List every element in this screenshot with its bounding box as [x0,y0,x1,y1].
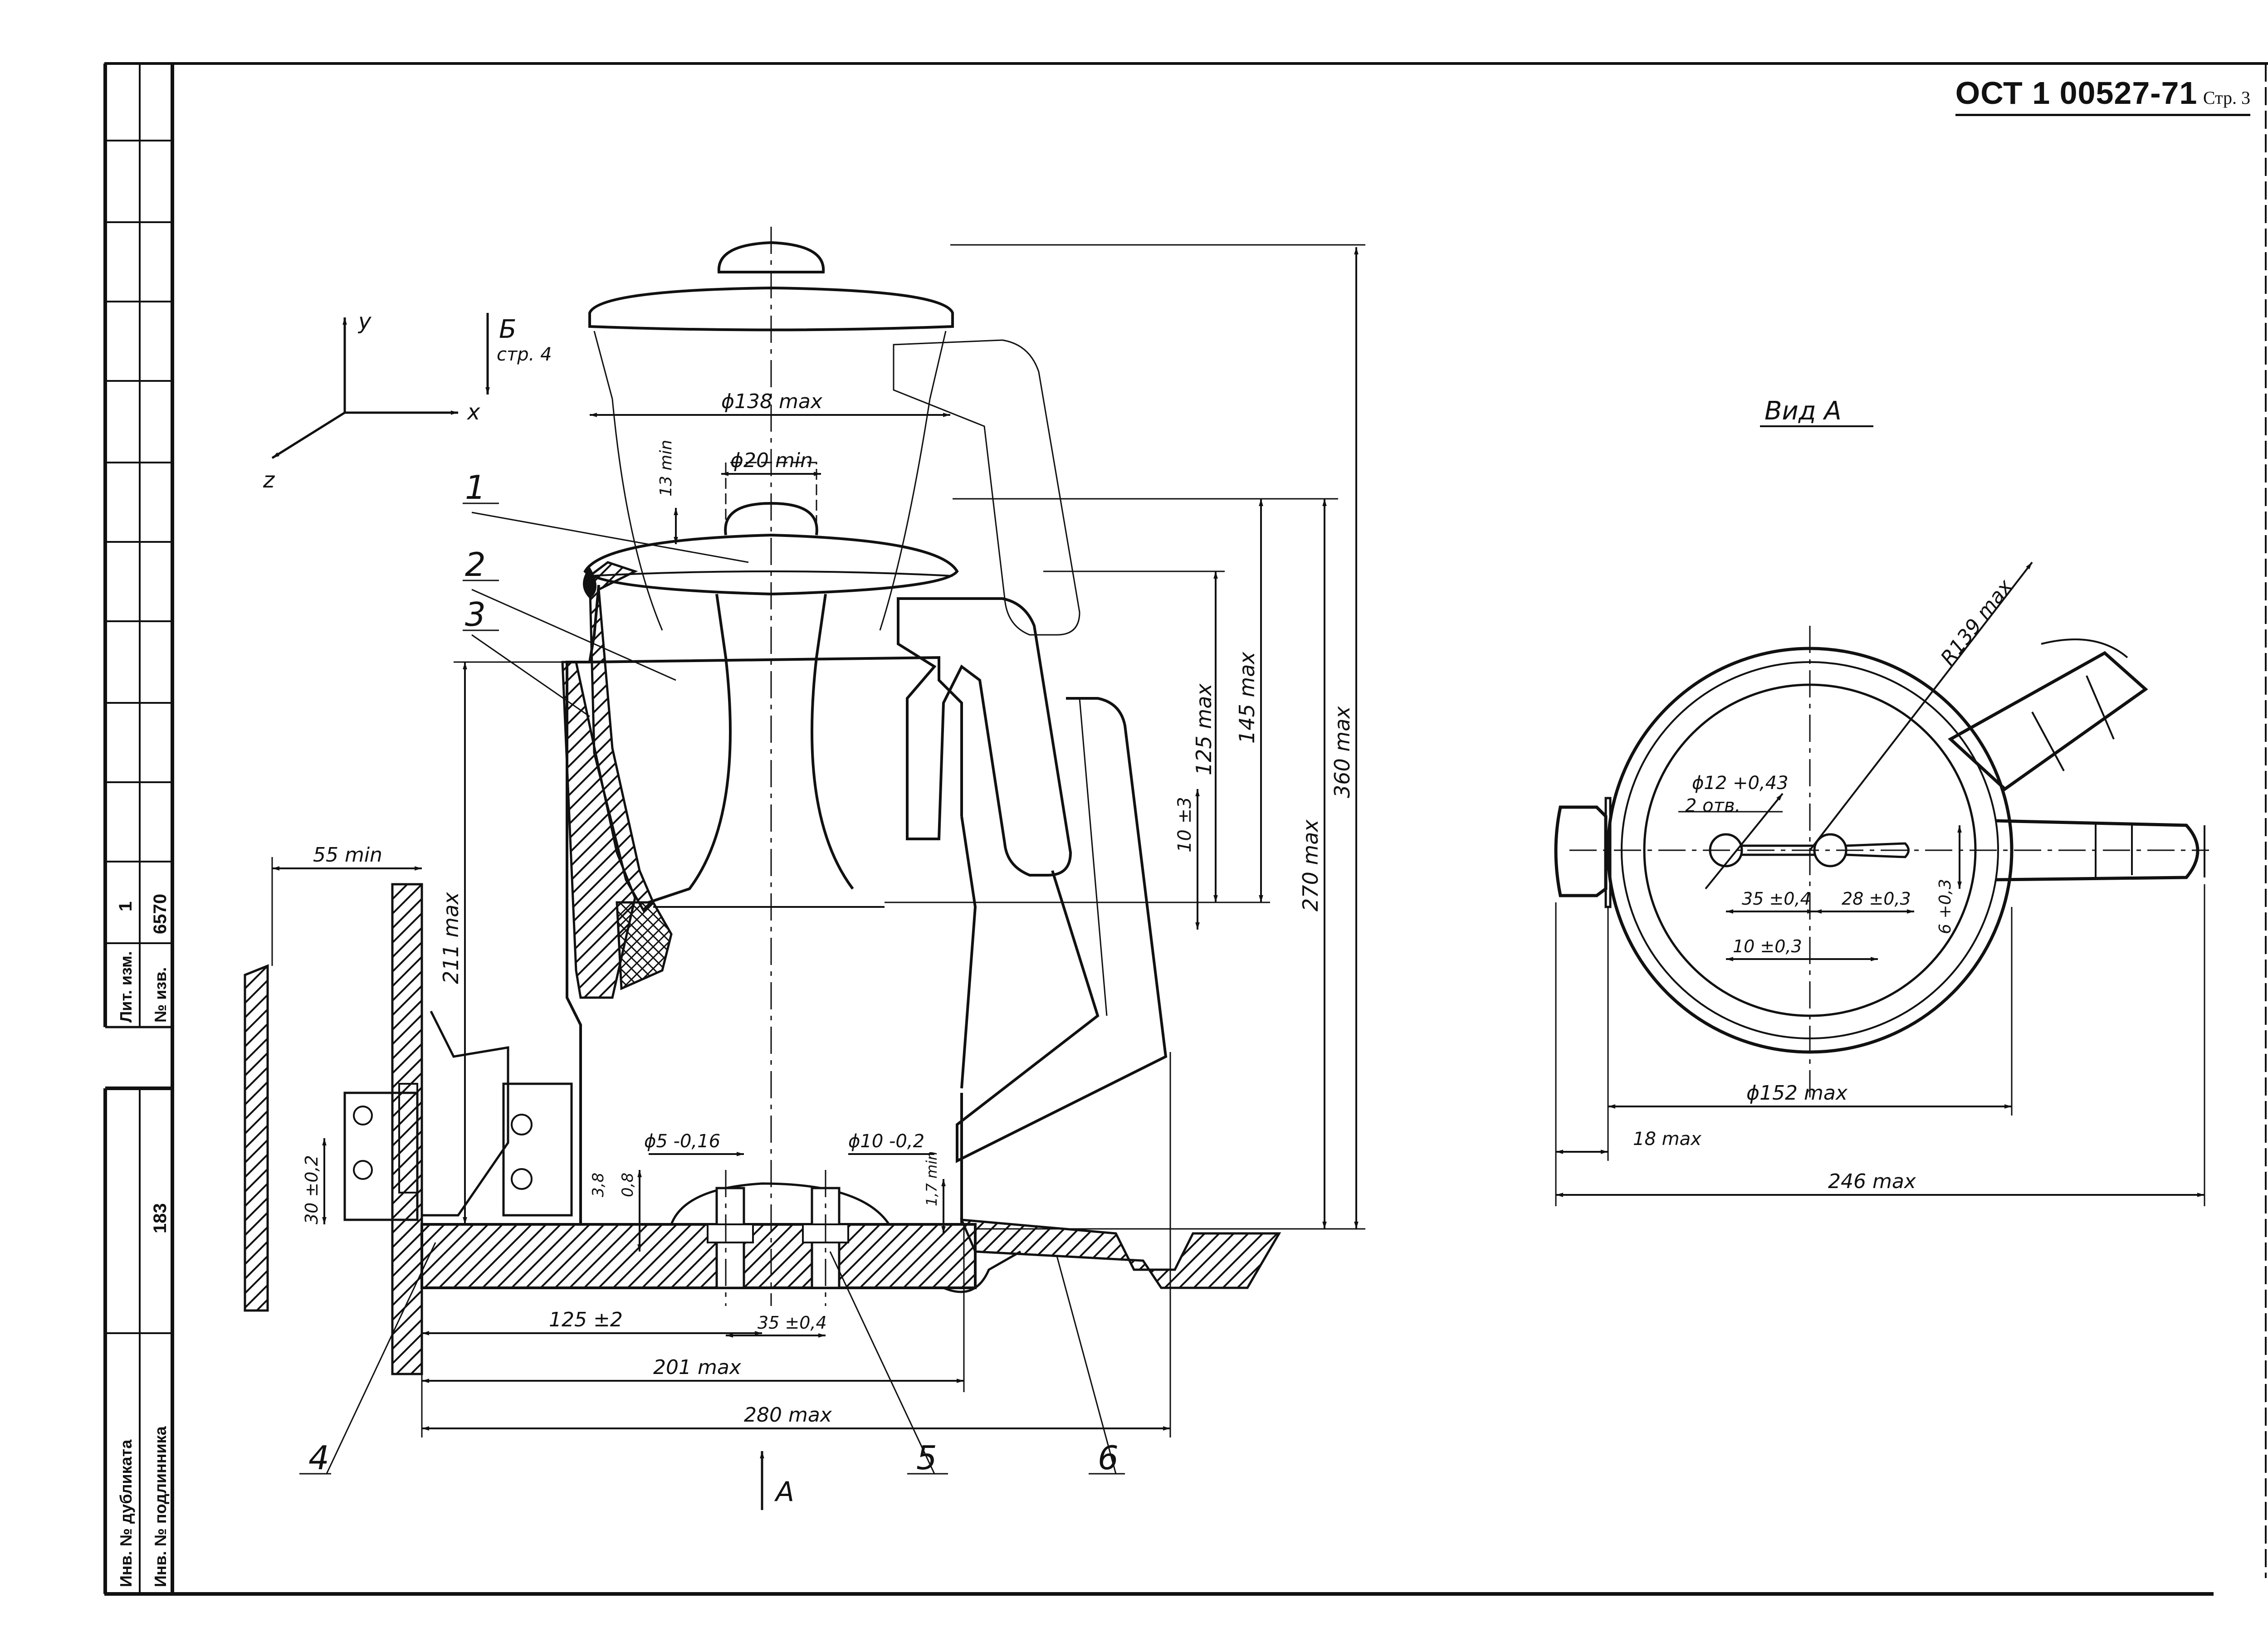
dim-d5: ϕ5 -0,16 [644,1131,720,1152]
coordinate-axes [271,317,458,459]
inv-dubl-label: Инв. № дубликата [117,1439,135,1587]
inv-value: 183 [150,1203,170,1233]
view-a-arrow-label: А [774,1476,794,1508]
dim-w246: 246 max [1828,1170,1916,1193]
drawing-frame [104,62,2268,1596]
view-b-label: Б [499,315,516,344]
dim-h08: 0,8 [619,1173,637,1197]
dim-holes: 2 отв. [1685,795,1740,816]
dim-h211: 211 max [439,892,463,984]
view-a-drawing [1554,638,2205,1054]
dim-w55: 55 min [313,843,382,867]
axis-y-label: y [357,309,371,334]
axis-x-label: x [466,400,480,425]
dim-h125: 125 max [1192,683,1216,775]
base-plate [420,1182,1281,1293]
dim-d138: ϕ138 max [721,390,823,413]
dim-w280: 280 max [744,1403,832,1427]
dim-h13: 13 min [657,440,675,497]
view-a-dimension-text: R139 max ϕ12 +0,43 2 отв. 35 ±0,4 28 ±0,… [1633,575,2017,1193]
dim-h38: 3,8 [589,1173,607,1197]
wall-mount [244,883,573,1375]
dim-w18: 18 max [1633,1129,1701,1150]
dim-h17: 1,7 min [923,1151,940,1206]
part-3: 3 [465,595,486,633]
kettle-section [561,561,673,999]
part-1: 1 [465,468,486,507]
izv-value: 6570 [150,894,170,934]
view-a-dimension-lines [1555,561,2205,1206]
standard-code: ОСТ 1 00527-71 [1955,75,2198,111]
kettle-main-view [566,241,1168,1226]
axis-z-label: z [263,468,275,493]
dim-h30: 30 ±0,2 [302,1155,322,1224]
lit-izm-label: Лит. изм. [117,951,135,1023]
title-strip-text: Лит. изм. № изв. 1 6570 183 Инв. № дубли… [116,894,170,1587]
part-6: 6 [1098,1439,1119,1477]
part-4: 4 [308,1439,329,1477]
part-5: 5 [916,1439,937,1477]
lit-value: 1 [116,901,136,911]
dim-va35: 35 ±0,4 [1742,889,1811,909]
dim-w35: 35 ±0,4 [758,1313,827,1333]
page-number: Стр. 3 [2203,88,2250,108]
dim-d20: ϕ20 min [730,449,813,472]
dim-d12: ϕ12 +0,43 [1692,773,1789,794]
dim-h10: 10 ±3 [1174,797,1195,853]
dim-va10: 10 ±0,3 [1733,936,1802,956]
centerlines [725,227,2209,1306]
dim-va28: 28 ±0,3 [1842,889,1911,909]
dim-va6: 6 +0,3 [1936,879,1955,934]
main-dimension-lines [271,244,1365,1510]
n-izv-label: № изв. [151,967,170,1023]
document-header: ОСТ 1 00527-71 Стр. 3 [1955,75,2250,116]
view-a-title: Вид А [1765,396,1842,426]
title-strip [103,63,172,1594]
dim-d152: ϕ152 max [1746,1082,1848,1105]
dim-h360: 360 max [1330,706,1354,798]
main-dimension-text: ϕ138 max ϕ20 min 13 min 125 max 145 max … [302,390,1354,1427]
part-numbers: 1 2 3 4 5 6 А [308,468,1119,1508]
dim-w201: 201 max [653,1356,742,1379]
dim-w125: 125 ±2 [549,1308,623,1331]
dim-r139: R139 max [1936,575,2017,670]
dim-h145: 145 max [1235,652,1259,744]
inv-podl-label: Инв. № подлинника [151,1426,170,1587]
part-2: 2 [465,546,486,584]
dim-d10: ϕ10 -0,2 [848,1131,924,1152]
dim-h270: 270 max [1298,819,1323,911]
view-b-ref: стр. 4 [497,344,552,365]
